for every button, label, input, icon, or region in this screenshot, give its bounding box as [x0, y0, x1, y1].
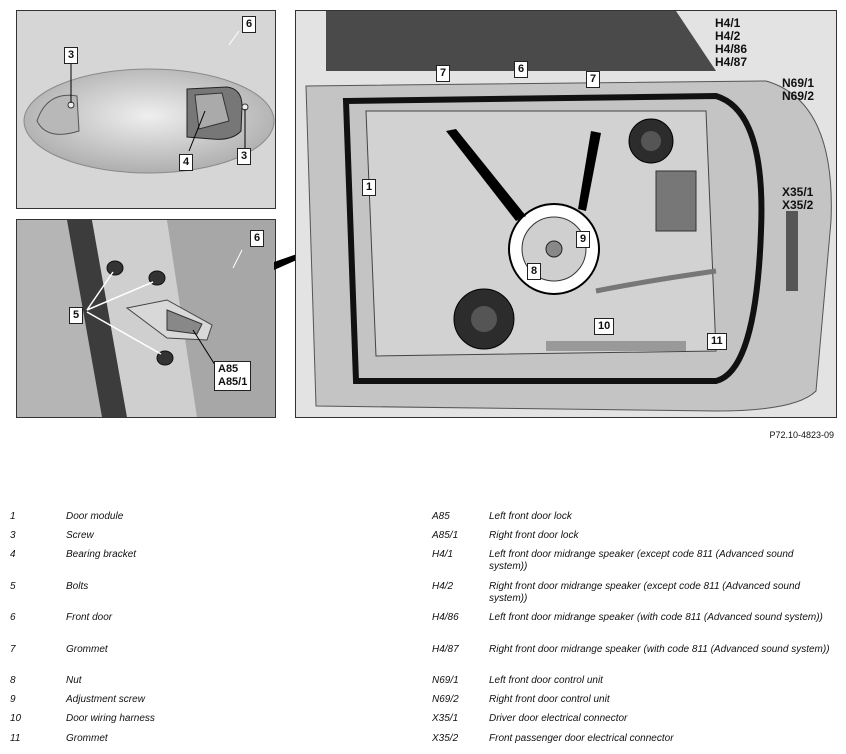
legend-key: 7 — [10, 644, 16, 655]
callout-n69-1: N69/1 — [782, 76, 815, 90]
callout-n69-2: N69/2 — [782, 89, 815, 103]
callout-n69: N69/1 N69/2 — [782, 77, 814, 103]
legend-text: Door wiring harness — [66, 713, 155, 724]
legend-text: Bolts — [66, 581, 89, 592]
legend-key: X35/2 — [432, 733, 459, 744]
legend-text: Left front door control unit — [489, 675, 603, 686]
legend-key: H4/87 — [432, 644, 459, 655]
callout-6: 6 — [514, 61, 529, 78]
legend-text: Adjustment screw — [66, 694, 145, 705]
callout-9: 9 — [576, 231, 591, 248]
legend-key: 3 — [10, 530, 16, 541]
legend-key: 5 — [10, 581, 16, 592]
callout-5: 5 — [69, 307, 84, 324]
door-handle-drawing — [17, 11, 275, 208]
legend-key: 8 — [10, 675, 16, 686]
callout-1: 1 — [362, 179, 377, 196]
callout-a85-1-text: A85/1 — [218, 376, 248, 388]
callout-7: 7 — [586, 71, 601, 88]
figure-reference: P72.10-4823-09 — [769, 430, 834, 440]
legend-text: Front passenger door electrical connecto… — [489, 733, 674, 744]
callout-6: 6 — [242, 16, 257, 33]
legend-key: X35/1 — [432, 713, 459, 724]
legend-key: H4/2 — [432, 581, 454, 592]
main-door-view: H4/1 H4/2 H4/86 H4/87 N69/1 N69/2 X35/1 … — [295, 10, 837, 418]
callout-a85: A85 A85/1 — [214, 361, 252, 391]
legend-text: Driver door electrical connector — [489, 713, 628, 724]
legend-text: Left front door lock — [489, 511, 572, 522]
legend-key: H4/86 — [432, 612, 459, 623]
legend-text: Bearing bracket — [66, 549, 137, 560]
legend-text: Right front door midrange speaker (excep… — [489, 581, 801, 604]
legend-text: Door module — [66, 511, 124, 522]
legend-left: 1 Door module 3 Screw 4 Bearing bracket 5 Bolts… — [10, 511, 410, 751]
inset-door-lock: 6 5 A85 A85/1 — [16, 219, 276, 418]
legend-key: 10 — [10, 713, 22, 724]
callout-x35-1: X35/1 — [782, 185, 814, 199]
door-interior-drawing — [296, 11, 836, 417]
callout-h4-2: H4/2 — [715, 29, 741, 43]
callout-h4-86: H4/86 — [715, 42, 748, 56]
legend-key: 6 — [10, 612, 16, 623]
legend-key: A85 — [432, 511, 450, 522]
legend-text: Grommet — [66, 733, 108, 744]
callout-x35-2: X35/2 — [782, 198, 814, 212]
legend-key: N69/2 — [432, 694, 459, 705]
legend-key: 9 — [10, 694, 16, 705]
legend-key: 4 — [10, 549, 16, 560]
callout-h4-87: H4/87 — [715, 55, 748, 69]
legend-text: Front door — [66, 612, 113, 623]
legend-key: A85/1 — [432, 530, 459, 541]
legend-text: Left front door midrange speaker (except… — [489, 549, 794, 572]
callout-a85-text: A85 — [218, 363, 239, 375]
legend-key: 11 — [10, 733, 21, 744]
callout-8: 8 — [527, 263, 542, 280]
legend-text: Right front door lock — [489, 530, 579, 541]
callout-11: 11 — [707, 333, 727, 350]
callout-h4-1: H4/1 — [715, 16, 741, 30]
callout-x35: X35/1 X35/2 — [782, 186, 813, 212]
callout-4: 4 — [179, 154, 194, 171]
inset-door-handle: 6 3 4 3 — [16, 10, 276, 209]
legend-key: H4/1 — [432, 549, 454, 560]
callout-6: 6 — [250, 230, 265, 247]
legend-text: Grommet — [66, 644, 108, 655]
callout-3: 3 — [64, 47, 79, 64]
callout-h4: H4/1 H4/2 H4/86 H4/87 — [715, 17, 747, 69]
legend-text: Left front door midrange speaker (with c… — [489, 612, 823, 623]
legend-key: N69/1 — [432, 675, 459, 686]
callout-7: 7 — [436, 65, 451, 82]
callout-10: 10 — [594, 318, 615, 335]
legend-text: Right front door control unit — [489, 694, 610, 705]
legend-text: Nut — [66, 675, 82, 686]
legend-text: Screw — [66, 530, 94, 541]
legend-key: 1 — [10, 511, 16, 522]
legend-text: Right front door midrange speaker (with … — [489, 644, 830, 655]
callout-3: 3 — [237, 148, 252, 165]
